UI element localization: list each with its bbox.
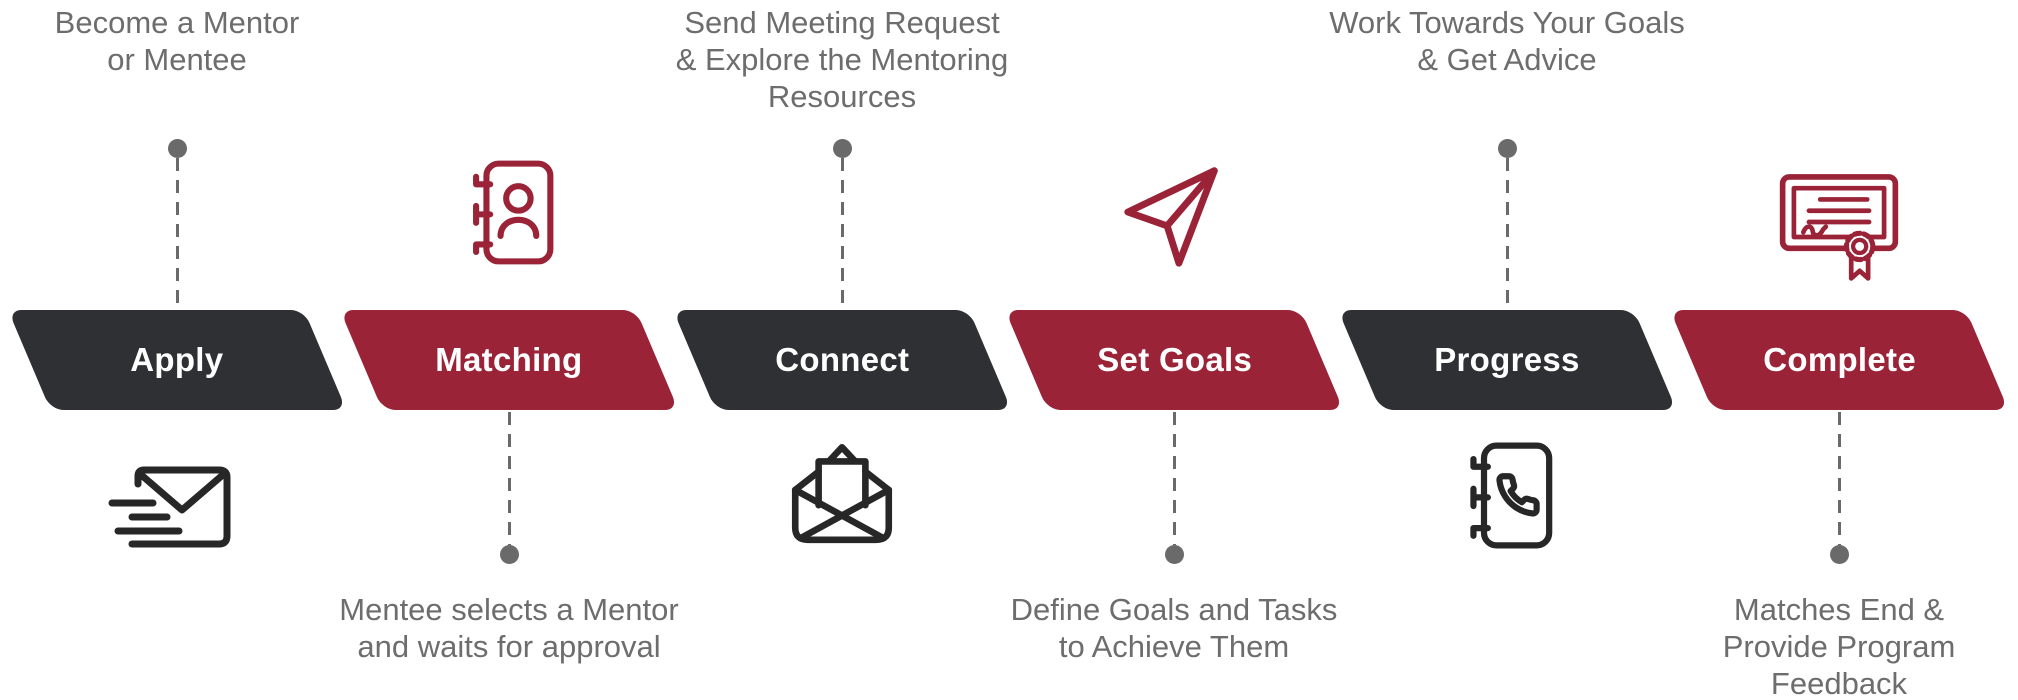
step-banner-complete: Complete bbox=[1670, 310, 2009, 410]
certificate-icon bbox=[1777, 160, 1901, 284]
fast-mail-icon bbox=[107, 457, 247, 557]
banner-label: Connect bbox=[775, 341, 910, 378]
connector-dashed-line bbox=[1172, 412, 1176, 545]
connector-dot bbox=[1829, 545, 1849, 564]
annotation-apply: Become a Mentor or Mentee bbox=[54, 5, 300, 77]
step-banner-connect: Connect bbox=[673, 310, 1012, 410]
connector-set-goals-bottom bbox=[1164, 412, 1184, 564]
step-banner-set-goals: Set Goals bbox=[1005, 310, 1344, 410]
connector-dashed-line bbox=[840, 158, 844, 310]
connector-progress-top bbox=[1497, 139, 1517, 310]
banner-label: Complete bbox=[1762, 341, 1916, 378]
connector-connect-top bbox=[832, 139, 852, 310]
contact-book-icon bbox=[462, 156, 556, 269]
connector-dot bbox=[499, 545, 519, 564]
step-banner-progress: Progress bbox=[1338, 310, 1677, 410]
banner-label: Set Goals bbox=[1096, 341, 1252, 378]
open-envelope-icon bbox=[781, 432, 903, 554]
connector-dot bbox=[167, 139, 187, 158]
banner-label: Apply bbox=[130, 341, 224, 378]
annotation-progress: Work Towards Your Goals & Get Advice bbox=[1329, 5, 1685, 77]
connector-dashed-line bbox=[1837, 412, 1841, 545]
banner-label: Progress bbox=[1434, 341, 1580, 378]
connector-apply-top bbox=[167, 139, 187, 310]
connector-complete-bottom bbox=[1829, 412, 1849, 564]
connector-dot bbox=[832, 139, 852, 158]
step-banner-apply: Apply bbox=[8, 310, 347, 410]
step-banner-matching: Matching bbox=[340, 310, 679, 410]
connector-dashed-line bbox=[175, 158, 179, 310]
annotation-set-goals: Define Goals and Tasks to Achieve Them bbox=[1010, 592, 1338, 664]
connector-dot bbox=[1164, 545, 1184, 564]
connector-dashed-line bbox=[1505, 158, 1509, 310]
annotation-connect: Send Meeting Request & Explore the Mento… bbox=[675, 5, 1009, 114]
connector-dashed-line bbox=[507, 412, 511, 545]
paper-plane-icon bbox=[1115, 156, 1233, 274]
phone-book-icon bbox=[1459, 438, 1555, 553]
annotation-complete: Matches End & Provide Program Feedback bbox=[1722, 592, 1956, 700]
connector-matching-bottom bbox=[499, 412, 519, 564]
connector-dot bbox=[1497, 139, 1517, 158]
annotation-matching: Mentee selects a Mentor and waits for ap… bbox=[339, 592, 679, 664]
banner-label: Matching bbox=[435, 341, 583, 378]
